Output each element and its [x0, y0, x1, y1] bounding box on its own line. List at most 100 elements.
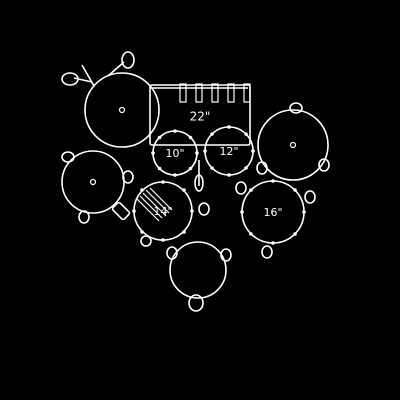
lug [302, 210, 306, 214]
crash-cymbal-bottom [166, 241, 232, 312]
lug [293, 232, 297, 236]
tom-10-label: 10" [165, 147, 184, 160]
lug [293, 188, 297, 192]
stand-foot [61, 151, 75, 163]
tom-12-label: 12" [219, 145, 238, 158]
cymbal-bell [118, 106, 126, 114]
lug [195, 151, 199, 155]
pedal-icon [194, 160, 204, 192]
tom-14-hatching [136, 187, 173, 222]
lug [173, 173, 177, 177]
hihat-pedal [111, 201, 131, 221]
lug [190, 209, 194, 213]
lug [271, 241, 275, 245]
lug [188, 135, 193, 140]
hatch-line [145, 189, 170, 214]
stand-foot [122, 170, 134, 184]
lug [227, 173, 231, 177]
floor-tom-14: 14" [132, 180, 210, 247]
lug [140, 230, 144, 234]
stand-leg-icon [166, 246, 232, 262]
stand-foot [78, 210, 90, 224]
lug [243, 83, 251, 103]
lug [140, 188, 144, 192]
lug [249, 232, 253, 236]
stand-arm [81, 64, 95, 87]
stand-leg-icon [256, 102, 330, 175]
lug [271, 179, 275, 183]
stand-foot [289, 102, 303, 114]
stand-leg-icon [61, 51, 135, 86]
rack-tom-10: 10" [151, 129, 199, 177]
lug [132, 209, 136, 213]
stand-leg-icon [235, 181, 316, 259]
stand-foot [220, 248, 232, 262]
lug [157, 166, 162, 171]
lug [188, 166, 193, 171]
bass-drum: 22" [149, 83, 251, 146]
lug [227, 125, 231, 129]
lug [244, 132, 248, 136]
stand-foot [261, 245, 273, 259]
tom-10-lugs [151, 129, 199, 177]
lug [161, 180, 165, 184]
cymbal-icon [84, 72, 160, 148]
stand-leg [73, 77, 93, 83]
tom-16-lugs [240, 179, 306, 245]
lug [211, 83, 219, 103]
hihat-left [61, 150, 134, 224]
hatch-line [136, 198, 160, 222]
lug [182, 188, 186, 192]
stand-leg [107, 61, 125, 77]
stand-foot [304, 190, 316, 204]
throne-seat [188, 294, 204, 312]
cymbal-icon [61, 150, 125, 214]
lug [240, 210, 244, 214]
bass-drum-label: 22" [190, 110, 211, 124]
lug [151, 151, 155, 155]
lug [249, 188, 253, 192]
pedal-icon [111, 201, 131, 221]
lug [195, 83, 203, 103]
lug [161, 238, 165, 242]
throne-icon [188, 294, 204, 312]
stand-foot [318, 158, 330, 172]
hatch-line [142, 192, 167, 217]
floor-tom-16: 16" [235, 179, 316, 259]
stand-foot [166, 246, 178, 260]
cymbal-icon [169, 241, 227, 299]
hatch-line [139, 195, 163, 219]
cymbal-icon [257, 109, 329, 181]
bass-drum-lugs [179, 83, 251, 103]
bass-drum-shell [149, 84, 251, 146]
rack-tom-12: 12" [203, 125, 255, 177]
lug [157, 135, 162, 140]
tom-12-lugs [203, 125, 255, 177]
cymbal-bell [289, 141, 297, 149]
stand-foot [140, 235, 152, 247]
lug [182, 230, 186, 234]
lug [210, 166, 214, 170]
lug [227, 83, 235, 103]
cymbal-bell [89, 178, 97, 186]
ride-cymbal-right [256, 102, 330, 181]
stand-foot [256, 161, 268, 175]
lug [179, 83, 187, 103]
tom-14-label: 14" [153, 205, 172, 218]
lug [210, 132, 214, 136]
crash-cymbal-left [61, 51, 160, 148]
tom-14-lugs [132, 180, 194, 242]
lug [251, 149, 255, 153]
hatch-line [149, 187, 173, 211]
tom-16-label: 16" [263, 206, 282, 219]
stand-leg-icon [140, 202, 210, 247]
stand-foot [121, 51, 135, 69]
lug [203, 149, 207, 153]
lug [244, 166, 248, 170]
stand-foot [61, 72, 79, 86]
stand-leg-icon [61, 151, 134, 224]
lug [173, 129, 177, 133]
stand-foot [198, 202, 210, 216]
pedal-board [194, 174, 204, 192]
